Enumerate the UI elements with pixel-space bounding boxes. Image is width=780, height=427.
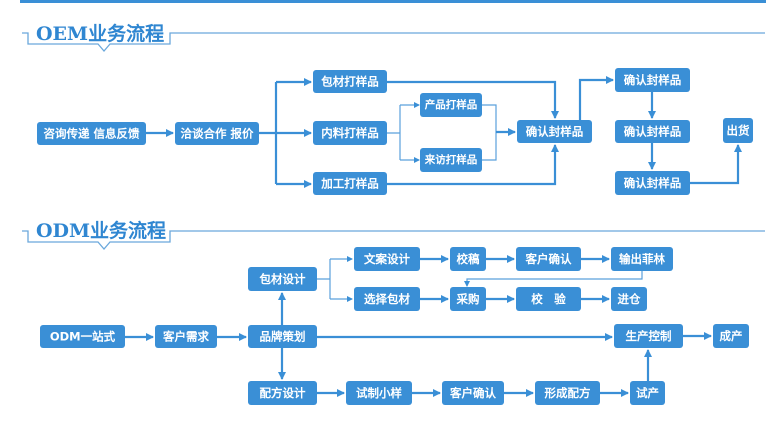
node-ship: 出货	[723, 118, 753, 143]
svg-text:包材打样品: 包材打样品	[320, 75, 379, 89]
svg-text:输出菲林: 输出菲林	[619, 252, 665, 266]
node-visit-sample: 来访打样品	[420, 148, 482, 172]
svg-text:来访打样品: 来访打样品	[424, 153, 478, 166]
node-form-formula: 形成配方	[535, 381, 600, 405]
node-pack-sample: 包材打样品	[313, 70, 387, 93]
svg-text:客户需求: 客户需求	[162, 330, 209, 344]
svg-text:选择包材: 选择包材	[364, 292, 410, 306]
node-client-confirm-top: 客户确认	[516, 247, 581, 271]
node-product-sample: 产品打样品	[420, 93, 482, 117]
line-inner-split	[387, 105, 401, 160]
node-process-sample: 加工打样品	[313, 172, 387, 195]
line-pack-split	[317, 259, 331, 299]
svg-text:内料打样品: 内料打样品	[321, 126, 379, 140]
node-client-confirm-bottom: 客户确认	[442, 381, 504, 405]
node-pack-design: 包材设计	[248, 267, 317, 291]
node-confirm-mid: 确认封样品	[517, 120, 592, 143]
svg-text:ODM一站式: ODM一站式	[50, 330, 116, 344]
oem-connectors	[146, 76, 742, 188]
node-brand: 品牌策划	[248, 325, 317, 348]
node-proof: 校稿	[450, 247, 486, 271]
svg-text:配方设计: 配方设计	[260, 386, 306, 400]
node-trial-prod: 试产	[630, 381, 665, 405]
top-bar	[20, 0, 766, 3]
svg-text:生产控制: 生产控制	[626, 329, 672, 343]
arrow-pack-to-confirm	[387, 80, 559, 119]
svg-text:进仓: 进仓	[618, 292, 641, 306]
svg-text:客户确认: 客户确认	[525, 252, 572, 266]
odm-connectors	[125, 255, 712, 397]
svg-text:品牌策划: 品牌策划	[260, 330, 306, 344]
svg-text:确认封样品: 确认封样品	[526, 125, 584, 139]
svg-text:确认封样品: 确认封样品	[624, 125, 682, 139]
arrow-r3-ship	[690, 144, 742, 185]
svg-text:校 验: 校 验	[531, 292, 566, 306]
arrow-confirm-to-r1	[578, 76, 614, 120]
odm-title: ODM业务流程	[36, 219, 166, 242]
node-one-stop: ODM一站式	[40, 325, 125, 348]
svg-text:校稿: 校稿	[457, 252, 480, 266]
svg-text:包材设计: 包材设计	[259, 272, 306, 286]
oem-title-frame	[22, 32, 765, 52]
node-formula-design: 配方设计	[248, 381, 317, 405]
svg-text:产品打样品: 产品打样品	[425, 98, 478, 111]
node-inner-sample: 内料打样品	[313, 121, 387, 145]
oem-title: OEM业务流程	[36, 22, 164, 45]
svg-text:试产: 试产	[636, 386, 659, 400]
svg-text:客户确认: 客户确认	[449, 386, 496, 400]
svg-text:洽谈合作 报价: 洽谈合作 报价	[180, 127, 254, 141]
node-prod-control: 生产控制	[614, 324, 683, 348]
line-inner-merge	[482, 104, 497, 161]
arrow-film-purchase	[464, 271, 643, 287]
svg-text:确认封样品: 确认封样品	[624, 73, 682, 87]
svg-text:采购: 采购	[456, 292, 480, 306]
node-confirm-r3: 确认封样品	[615, 171, 690, 195]
svg-text:文案设计: 文案设计	[364, 252, 410, 266]
svg-text:形成配方: 形成配方	[545, 386, 591, 400]
node-confirm-r1: 确认封样品	[615, 68, 690, 92]
node-consult: 咨询传递 信息反馈	[37, 122, 146, 145]
svg-text:试制小样: 试制小样	[356, 386, 402, 400]
odm-section-header: ODM业务流程	[22, 219, 765, 250]
node-inspect: 校 验	[516, 287, 581, 311]
node-finished: 成产	[713, 324, 749, 348]
odm-title-frame	[22, 230, 765, 250]
node-demand: 客户需求	[155, 325, 217, 348]
svg-text:确认封样品: 确认封样品	[624, 176, 682, 190]
node-confirm-r2: 确认封样品	[615, 120, 690, 143]
node-warehouse: 进仓	[611, 287, 647, 311]
oem-section-header: OEM业务流程	[22, 22, 765, 52]
svg-text:成产: 成产	[720, 329, 743, 343]
node-output-film: 输出菲林	[611, 247, 673, 271]
node-choose-pack: 选择包材	[354, 287, 420, 311]
svg-text:咨询传递 信息反馈: 咨询传递 信息反馈	[43, 127, 140, 141]
node-purchase: 采购	[450, 287, 486, 311]
node-negotiate: 洽谈合作 报价	[175, 122, 259, 145]
svg-text:出货: 出货	[727, 124, 750, 138]
svg-text:加工打样品: 加工打样品	[320, 177, 379, 191]
node-copy-design: 文案设计	[354, 247, 420, 271]
node-trial-sample: 试制小样	[346, 381, 412, 405]
arrow-process-to-confirm	[387, 144, 559, 186]
